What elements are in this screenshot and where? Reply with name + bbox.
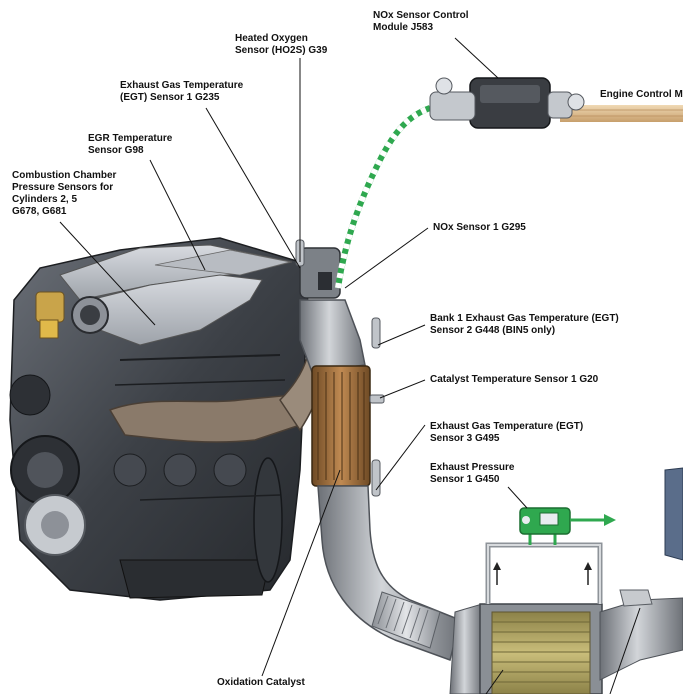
edge-component bbox=[664, 467, 683, 561]
engine-block bbox=[9, 237, 329, 601]
leader-nox-sensor bbox=[344, 227, 429, 289]
label-engine-control: Engine Control M bbox=[600, 89, 683, 100]
leader-nox-control bbox=[454, 37, 499, 79]
label-egt1: Exhaust Gas Temperature (EGT) Sensor 1 G… bbox=[120, 80, 244, 103]
leader-egt2 bbox=[377, 324, 426, 346]
leader-catalyst-temp bbox=[379, 379, 426, 399]
label-egt2: Bank 1 Exhaust Gas Temperature (EGT) Sen… bbox=[430, 313, 619, 336]
leader-tail bbox=[609, 607, 641, 695]
leader-oxidation-catalyst bbox=[261, 469, 341, 677]
label-egt3: Exhaust Gas Temperature (EGT) Sensor 3 G… bbox=[430, 421, 584, 444]
pressure-lines bbox=[485, 530, 603, 604]
label-combustion-sensors: Combustion Chamber Pressure Sensors for … bbox=[12, 170, 117, 217]
leader-exhaust-pressure bbox=[507, 486, 528, 509]
exhaust-pressure-sensor bbox=[519, 507, 616, 535]
label-ho2s: Heated Oxygen Sensor (HO2S) G39 bbox=[235, 33, 328, 56]
leader-lines bbox=[59, 37, 641, 695]
nox-control-module bbox=[429, 77, 683, 129]
leader-dpf bbox=[485, 669, 504, 695]
oxidation-catalyst bbox=[311, 365, 371, 487]
leader-egr bbox=[149, 159, 206, 271]
label-catalyst-temp: Catalyst Temperature Sensor 1 G20 bbox=[430, 374, 599, 385]
exhaust-downpipe bbox=[317, 485, 461, 661]
label-egr: EGR Temperature Sensor G98 bbox=[88, 133, 173, 156]
nox-harness bbox=[335, 105, 432, 289]
label-nox-sensor: NOx Sensor 1 G295 bbox=[433, 222, 526, 233]
leader-combustion bbox=[59, 221, 156, 326]
turbo-housing bbox=[299, 247, 366, 373]
label-oxidation-catalyst: Oxidation Catalyst bbox=[217, 677, 305, 688]
label-exhaust-pressure: Exhaust Pressure Sensor 1 G450 bbox=[430, 462, 515, 485]
label-nox-control-module: NOx Sensor Control Module J583 bbox=[373, 10, 469, 33]
leader-egt3 bbox=[375, 424, 426, 491]
particulate-filter bbox=[449, 589, 683, 695]
leader-egt1 bbox=[205, 107, 301, 269]
